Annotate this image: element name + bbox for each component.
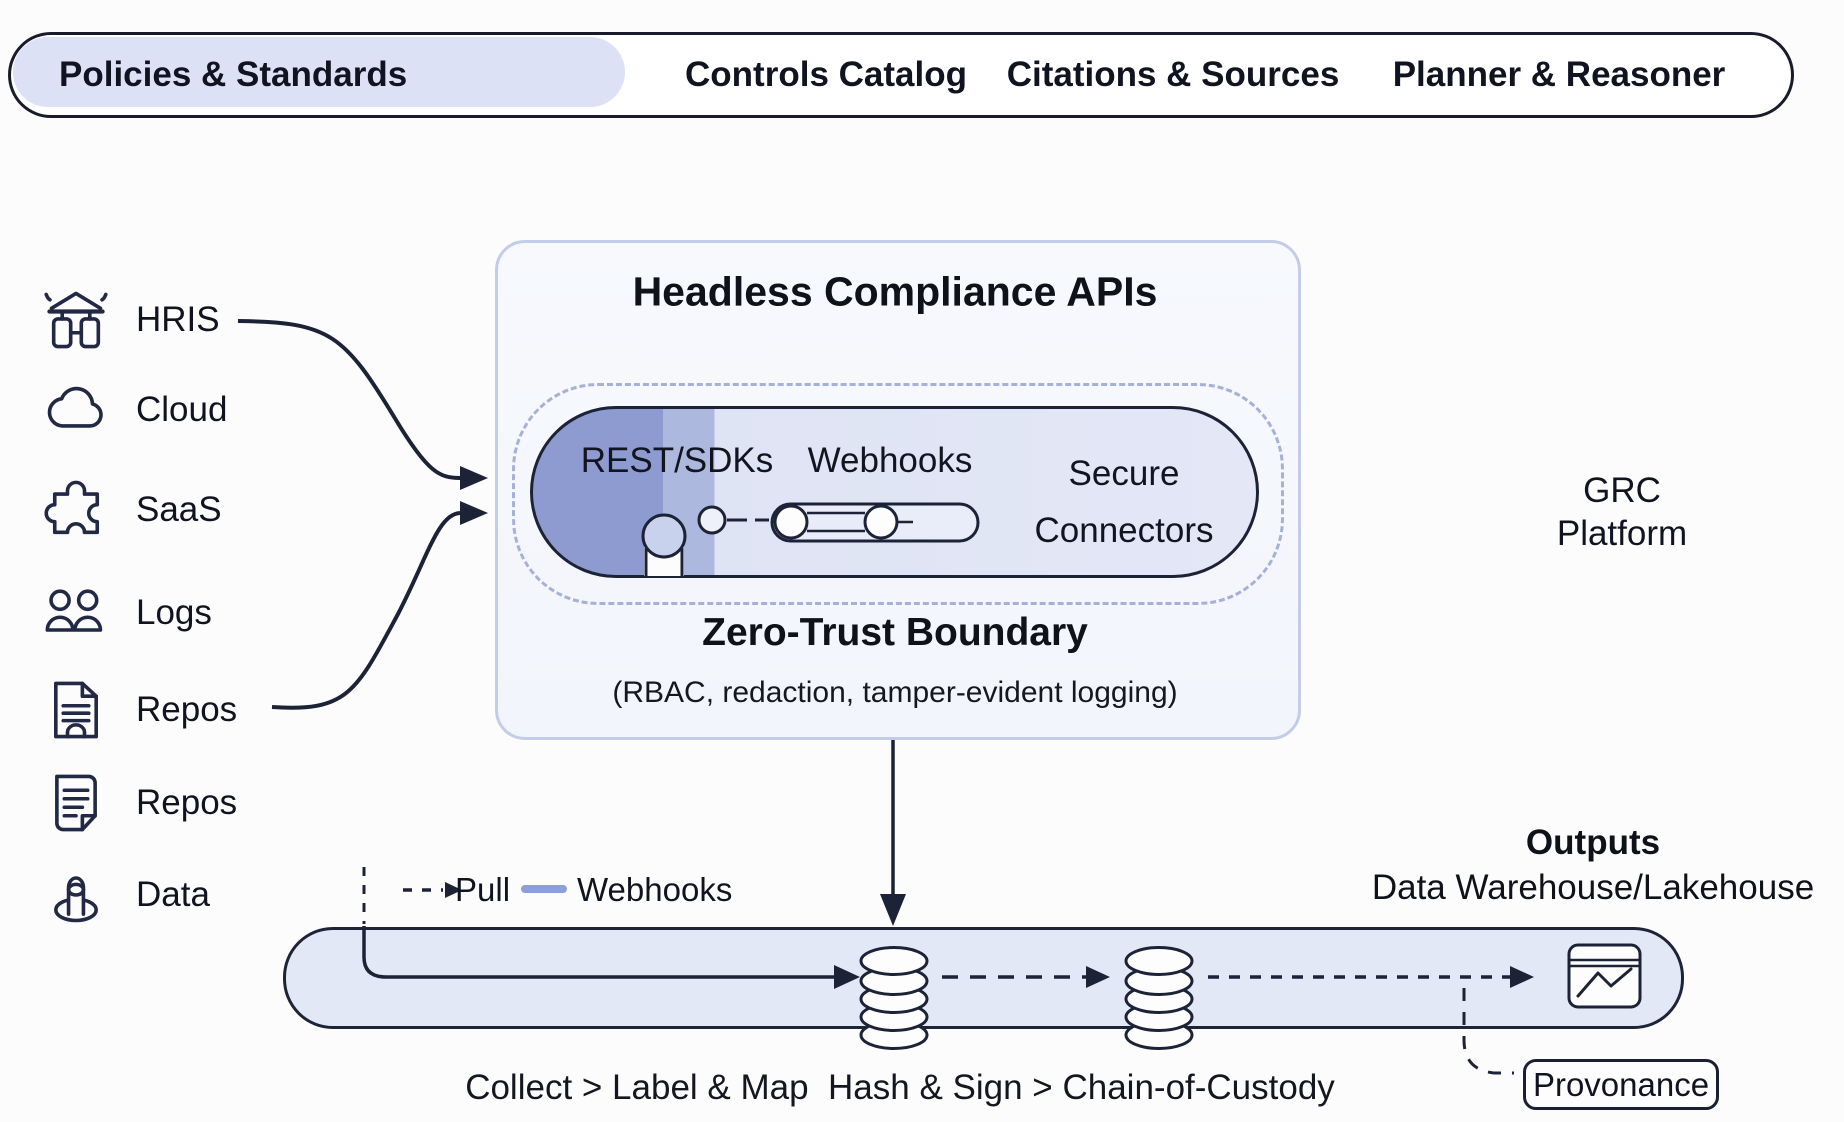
outputs-block: Outputs Data Warehouse/Lakehouse bbox=[1372, 820, 1814, 910]
top-tab-bar: Policies & Standards Controls Catalog Ci… bbox=[8, 32, 1794, 118]
data-pipeline-track bbox=[283, 927, 1684, 1029]
tab-planner-reasoner[interactable]: Planner & Reasoner bbox=[1392, 55, 1726, 94]
active-tab-highlight bbox=[13, 37, 625, 107]
source-row-repos-2: Repos bbox=[42, 765, 237, 841]
source-row-repos-1: Repos bbox=[42, 672, 237, 748]
api-box-title: Headless Compliance APIs bbox=[632, 268, 1158, 315]
logs-icon bbox=[45, 589, 103, 632]
source-label: HRIS bbox=[136, 300, 220, 339]
hris-to-api-arrow bbox=[237, 319, 488, 490]
source-row-logs: Logs bbox=[42, 575, 212, 651]
grc-line2: Platform bbox=[1556, 514, 1688, 553]
source-label: Repos bbox=[136, 690, 238, 729]
source-row-saas: SaaS bbox=[42, 472, 222, 548]
rest-sdks-label: REST/SDKs bbox=[580, 441, 774, 480]
cloud-icon bbox=[47, 386, 103, 428]
outputs-title: Outputs bbox=[1525, 823, 1661, 862]
provenance-label: Provonance bbox=[1532, 1065, 1710, 1103]
data-icon bbox=[54, 876, 98, 923]
source-label: Cloud bbox=[136, 390, 228, 429]
webhooks-label: Webhooks bbox=[807, 441, 973, 480]
secure-connectors-label: Secure Connectors bbox=[1035, 445, 1214, 559]
zero-trust-title: Zero-Trust Boundary bbox=[702, 611, 1088, 654]
tab-controls-catalog[interactable]: Controls Catalog bbox=[685, 55, 967, 94]
source-row-data: Data bbox=[42, 857, 210, 933]
provenance-badge: Provonance bbox=[1523, 1059, 1719, 1110]
connectors-line: Connectors bbox=[1034, 511, 1214, 550]
grc-line1: GRC bbox=[1583, 471, 1661, 510]
source-label: SaaS bbox=[136, 490, 222, 529]
api-to-pipeline-arrow bbox=[880, 740, 906, 926]
repos-to-api-arrow bbox=[271, 501, 488, 710]
legend-pull-label: Pull bbox=[455, 871, 511, 908]
source-row-cloud: Cloud bbox=[42, 372, 227, 448]
zero-trust-boundary-outline bbox=[512, 383, 1284, 605]
outputs-subtitle: Data Warehouse/Lakehouse bbox=[1371, 868, 1815, 907]
zero-trust-subtitle: (RBAC, redaction, tamper-evident logging… bbox=[612, 676, 1178, 709]
pipeline-caption: Collect > Label & Map Hash & Sign > Chai… bbox=[465, 1068, 1335, 1107]
legend-webhooks-label: Webhooks bbox=[577, 871, 733, 908]
tab-policies-standards[interactable]: Policies & Standards bbox=[59, 55, 408, 94]
repos-doc-icon bbox=[54, 681, 98, 739]
source-label: Data bbox=[136, 875, 210, 914]
hris-icon bbox=[44, 291, 108, 349]
source-label: Repos bbox=[136, 783, 238, 822]
saas-icon bbox=[44, 480, 100, 535]
source-label: Logs bbox=[136, 593, 212, 632]
legend-pull-dash-arrow bbox=[403, 882, 462, 898]
grc-platform-label: GRC Platform bbox=[1557, 469, 1687, 555]
source-row-hris: HRIS bbox=[42, 282, 220, 358]
tab-citations-sources[interactable]: Citations & Sources bbox=[1006, 55, 1340, 94]
secure-line: Secure bbox=[1068, 454, 1180, 493]
repos-file-icon bbox=[55, 774, 97, 832]
